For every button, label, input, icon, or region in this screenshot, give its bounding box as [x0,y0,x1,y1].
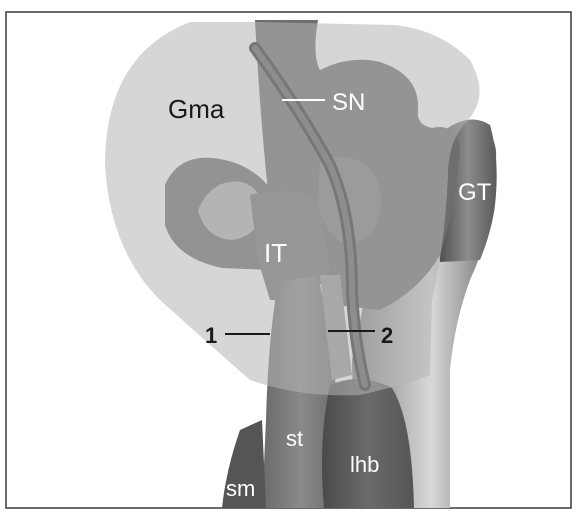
label-gma: Gma [168,94,225,124]
label-gt: GT [458,179,492,206]
label-lhb: lhb [350,452,379,477]
label-sn: SN [332,89,365,116]
label-1: 1 [205,323,217,348]
label-it: IT [264,238,287,268]
label-2: 2 [381,323,393,348]
label-sm: sm [226,476,255,501]
label-st: st [286,426,303,451]
